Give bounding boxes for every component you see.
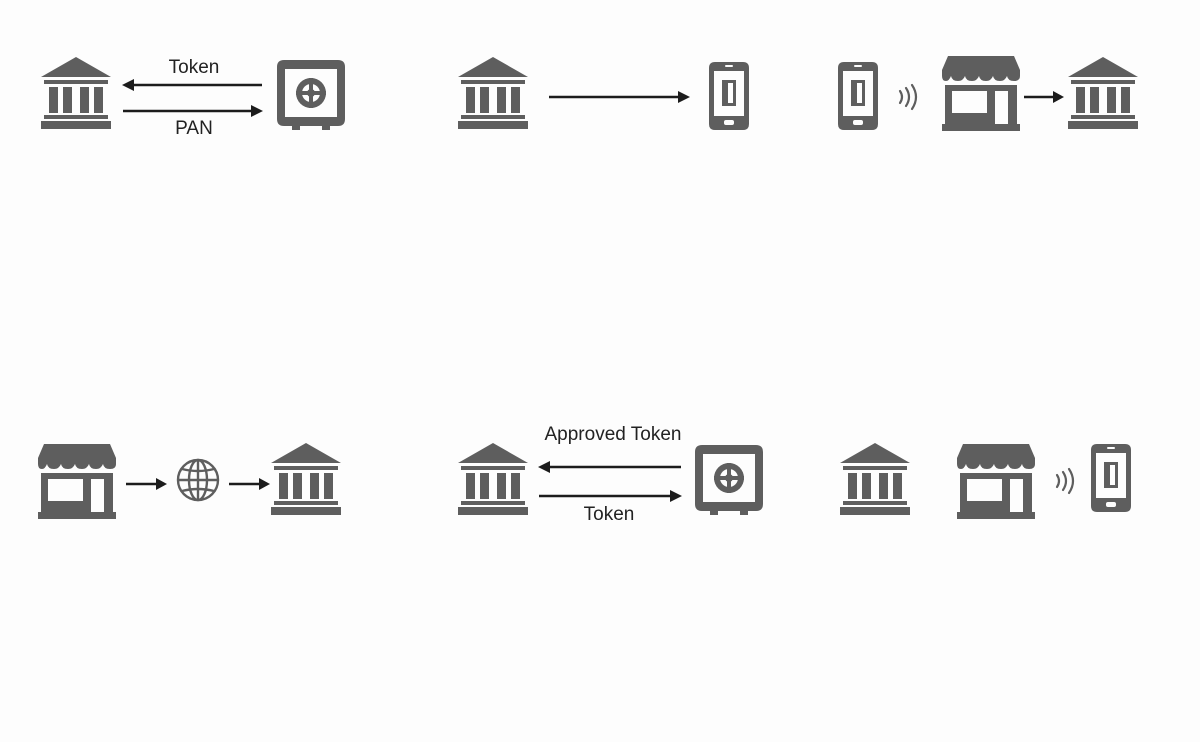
- smartphone-icon: [838, 62, 878, 130]
- contactless-icon: [1055, 467, 1075, 495]
- arrow-to-vault: [539, 490, 682, 502]
- arrow-to-vault: [123, 105, 263, 117]
- bank-icon: [458, 57, 528, 129]
- arrow-to-bank: [538, 461, 681, 473]
- panel-store-globe-bank: [38, 443, 341, 519]
- panel-bank-to-phone: [458, 57, 749, 130]
- merchant-store-icon: [957, 444, 1035, 519]
- bank-icon: [41, 57, 111, 129]
- token-label: Token: [169, 57, 220, 78]
- smartphone-icon: [709, 62, 749, 130]
- arrow-globe-to-bank: [229, 478, 270, 490]
- panel-phone-store-bank: [838, 56, 1138, 131]
- bank-icon: [271, 443, 341, 515]
- merchant-store-icon: [38, 444, 116, 519]
- token-vault-icon: [695, 445, 763, 515]
- approved-token-label: Approved Token: [545, 424, 682, 445]
- bank-icon: [458, 443, 528, 515]
- pan-label: PAN: [175, 118, 213, 139]
- token-label: Token: [584, 504, 635, 525]
- panel-bank-store-phone: [840, 443, 1131, 519]
- arrow-store-to-bank: [1024, 91, 1064, 103]
- bank-icon: [840, 443, 910, 515]
- arrow-store-to-globe: [126, 478, 167, 490]
- arrow-bank-to-phone: [549, 91, 690, 103]
- bank-icon: [1068, 57, 1138, 129]
- arrow-to-bank: [122, 79, 262, 91]
- panel-bank-vault-approved-token: Approved Token Token: [458, 424, 763, 525]
- contactless-icon: [898, 83, 918, 111]
- smartphone-icon: [1091, 444, 1131, 512]
- token-vault-icon: [277, 60, 345, 130]
- panel-bank-vault-token-pan: Token PAN: [41, 57, 345, 139]
- merchant-store-icon: [942, 56, 1020, 131]
- internet-globe-icon: [176, 458, 220, 502]
